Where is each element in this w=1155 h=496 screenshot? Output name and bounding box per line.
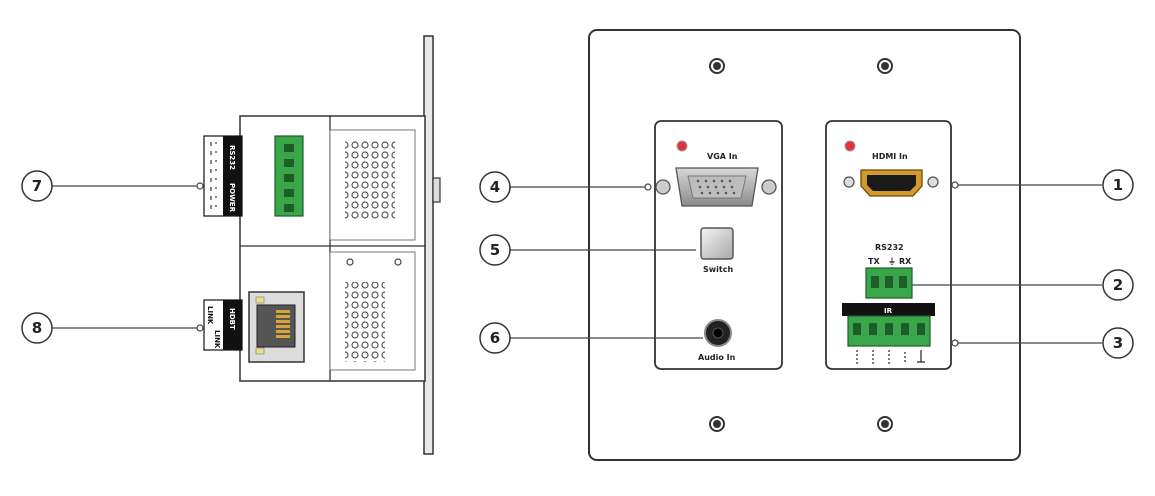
plate-screws [709, 58, 893, 432]
side-terminal-pins [284, 144, 294, 212]
rs232-terminal-pins [871, 276, 907, 288]
rj45-led-top [255, 296, 265, 304]
callout-2-number: 2 [1113, 276, 1123, 294]
side-vents-top [345, 140, 395, 220]
vga-label: VGA In [707, 152, 738, 161]
hdmi-port [843, 169, 939, 197]
ground-symbol: ⏚ [888, 257, 896, 266]
ir-header [842, 303, 935, 316]
side-label-tag-hdbt: HDBT LINK LINK [203, 299, 243, 351]
side-link-label: LINK [206, 306, 214, 325]
callout-3-number: 3 [1113, 334, 1123, 352]
ir-terminal-pins [853, 323, 925, 335]
switch-button [700, 227, 734, 260]
rj45-contacts [276, 310, 290, 338]
callout-8: 8 [21, 312, 53, 344]
hdmi-led [844, 140, 856, 152]
audio-jack-hole [712, 327, 724, 339]
vga-port [655, 167, 777, 207]
callout-4-number: 4 [490, 178, 500, 196]
rj45-led-bottom [255, 347, 265, 355]
callout-2: 2 [1102, 269, 1134, 301]
side-vents-bottom [345, 282, 385, 362]
side-view: RS232 POWER HDBT LINK LINK [203, 35, 441, 455]
rs232-label: RS232 [875, 243, 904, 252]
callout-6-number: 6 [490, 329, 500, 347]
side-screw-2 [394, 258, 402, 266]
audio-label: Audio In [698, 353, 736, 362]
callout-3: 3 [1102, 327, 1134, 359]
callout-7: 7 [21, 170, 53, 202]
side-screw-1 [346, 258, 354, 266]
side-link-label-2: LINK [213, 330, 221, 349]
side-hdbt-label: HDBT [228, 308, 236, 330]
switch-label: Switch [703, 265, 733, 274]
callout-7-number: 7 [32, 177, 42, 195]
callout-6: 6 [479, 322, 511, 354]
ir-label: IR [884, 307, 893, 315]
side-plate-clip [432, 177, 441, 203]
side-power-label: POWER [228, 183, 236, 213]
hdmi-label: HDMI In [872, 152, 908, 161]
callout-1-number: 1 [1113, 176, 1123, 194]
callout-4: 4 [479, 171, 511, 203]
front-wall-plate [588, 29, 1021, 461]
ir-pin-markings [856, 350, 925, 364]
rs232-pin-tx: TX [868, 257, 880, 266]
callout-8-number: 8 [32, 319, 42, 337]
ir-terminal [847, 315, 931, 347]
callout-1: 1 [1102, 169, 1134, 201]
rs232-pin-rx: RX [899, 257, 912, 266]
front-view: VGA In Switch Audio In HDMI In [588, 29, 1021, 461]
side-rs232-label: RS232 [228, 145, 236, 170]
callout-5: 5 [479, 234, 511, 266]
vga-led [676, 140, 688, 152]
side-label-tag-power: RS232 POWER [203, 135, 243, 217]
callout-leaders [52, 181, 1102, 347]
callout-5-number: 5 [490, 241, 500, 259]
